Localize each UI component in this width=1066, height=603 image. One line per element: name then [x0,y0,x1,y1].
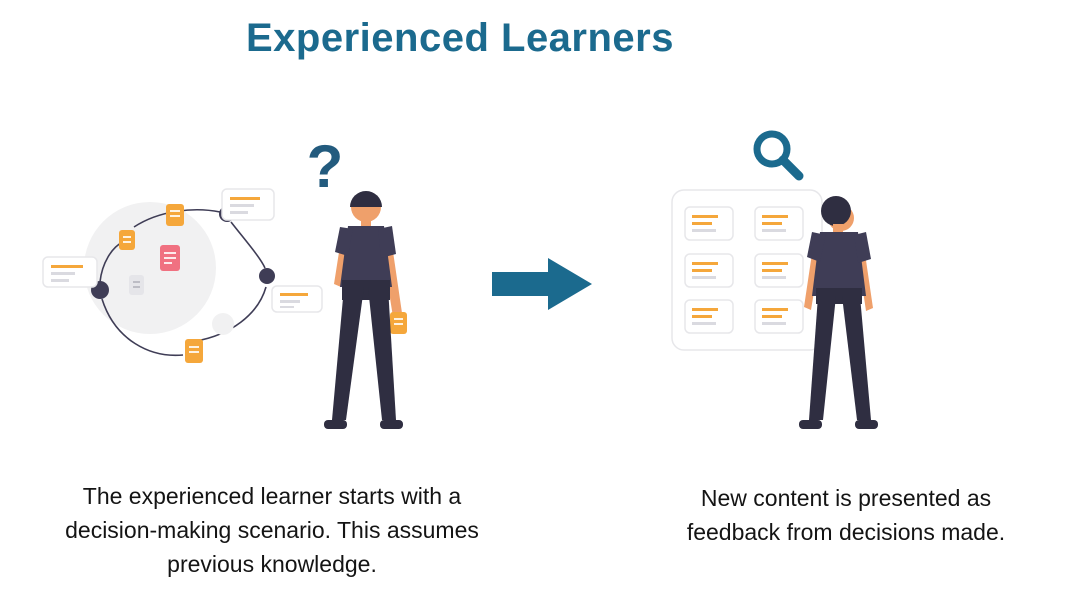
board-card [754,299,804,334]
document-icon-pink [160,245,180,271]
board-card [754,253,804,288]
held-document-icon [390,312,407,334]
standing-person-figure [324,191,407,429]
feedback-board [671,189,823,351]
document-icon-gray [129,275,144,295]
page-title: Experienced Learners [246,16,674,60]
board-card [684,206,734,241]
question-mark-icon: ? [307,133,344,200]
board-card [754,206,804,241]
right-caption: New content is presented as feedback fro… [686,485,1006,545]
background-circle [84,202,216,334]
right-illustration [671,130,878,429]
document-icon-orange-2 [119,230,135,250]
document-icon-orange-1 [166,204,184,226]
note-card [42,256,98,288]
document-icon-orange-3 [185,339,203,363]
left-caption: The experienced learner starts with a de… [65,483,479,577]
note-card [221,188,275,221]
left-illustration: ? [42,133,407,429]
node-dot-light [212,313,234,335]
note-card [271,285,323,313]
board-card [684,299,734,334]
magnifying-glass-icon [753,130,804,181]
board-card [684,253,734,288]
right-arrow-icon [492,258,592,310]
node-dot [259,268,275,284]
person-back-figure [799,196,878,429]
